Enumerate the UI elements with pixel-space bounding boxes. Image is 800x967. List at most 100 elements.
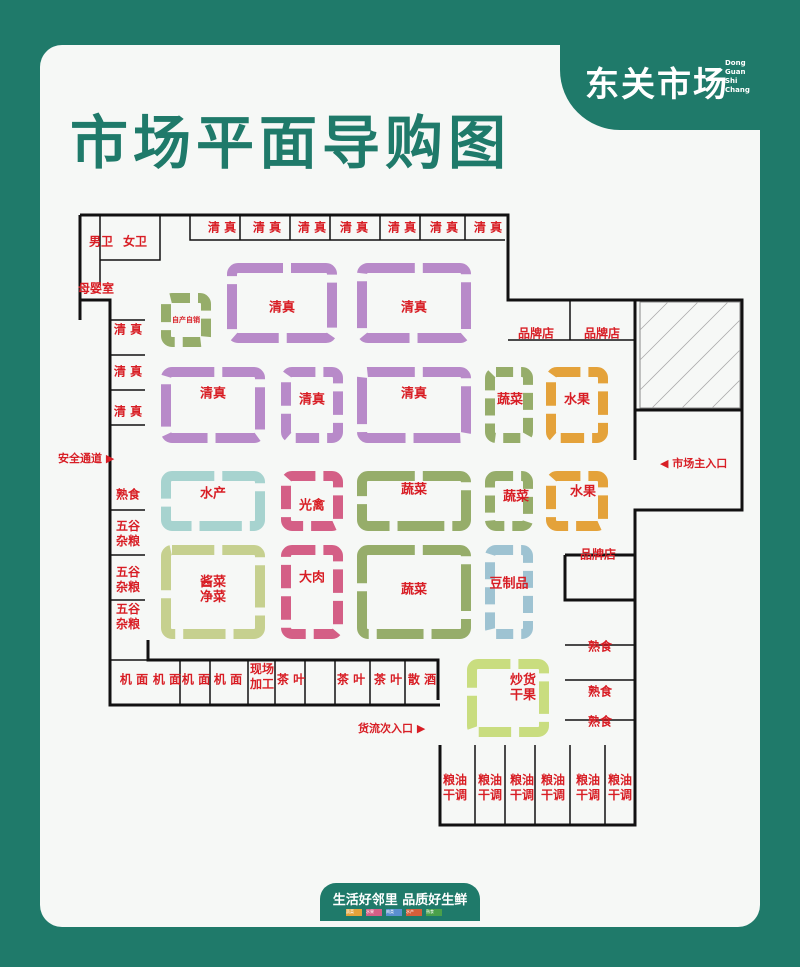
brand-pinyin-2: Guan [725,68,746,76]
label-cooked-right-3: 熟食 [587,714,613,729]
brand-logo: 东关市场 Dong Guan Shi Chang [585,55,755,105]
ring-self-service [161,293,211,347]
label-processing: 现场加工 [249,662,274,691]
ring-veg-1 [485,367,533,443]
swatch-1: 蔬菜 [346,909,362,916]
hatch-lines [639,301,741,409]
ring-poultry [281,471,343,531]
ring-veg-4 [357,545,471,639]
label-halal-4: 清真 [298,392,326,408]
swatch-2: 水果 [366,909,382,916]
label-fruit-2: 水果 [569,484,597,500]
brand-tab [560,45,760,130]
main-entrance-label: ◀ 市场主入口 [660,457,728,470]
slogan-tab: 生活好邻里 品质好生鲜 蔬菜 水果 肉类 水产 熟食 [320,883,480,921]
ring-tofu [485,545,533,639]
ring-halal-5 [357,367,471,443]
label-stall-top-1: 清 真 [207,220,237,235]
label-fruit-1: 水果 [563,392,591,408]
ring-veg-2 [357,471,471,531]
cargo-entrance-label: 货流次入口 ▶ [358,722,426,735]
label-veg-4: 蔬菜 [400,582,428,598]
label-self-service: 自产自销 [172,316,200,324]
label-stall-top-6: 清 真 [429,220,459,235]
label-stall-left-3: 清 真 [113,404,143,419]
label-stall-top-7: 清 真 [473,220,503,235]
label-grains-3: 五谷杂粮 [115,602,140,631]
slogan: 生活好邻里 品质好生鲜 [332,893,468,908]
label-stall-top-4: 清 真 [339,220,369,235]
safety-exit-label: 安全通道 ▶ [58,452,115,465]
label-poultry: 光禽 [298,498,326,514]
ring-pickle [161,545,265,639]
label-cooked-left: 熟食 [115,487,141,502]
label-meat: 大肉 [298,570,326,586]
label-stall-top-3: 清 真 [297,220,327,235]
label-stall-top-2: 清 真 [252,220,282,235]
label-grains-2: 五谷杂粮 [115,565,140,594]
label-halal-3: 清真 [199,386,227,402]
ring-aquatic [161,471,265,531]
map-card [40,45,760,927]
label-grain-oil-6: 粮油干调 [607,773,632,802]
label-grain-oil-5: 粮油干调 [575,773,600,802]
label-veg-1: 蔬菜 [496,392,524,408]
label-noodles-1: 机 面 [119,672,149,687]
label-stall-left-1: 清 真 [113,322,143,337]
label-tofu: 豆制品 [489,576,529,592]
label-tea-2: 茶 叶 [336,672,366,687]
ring-halal-1 [227,263,337,343]
label-halal-1: 清真 [268,300,296,316]
ring-fruit-1 [546,367,608,443]
label-stall-top-5: 清 真 [387,220,417,235]
label-cooked-right-2: 熟食 [587,684,613,699]
label-halal-2: 清真 [400,300,428,316]
label-stall-left-2: 清 真 [113,364,143,379]
hatched-area [639,301,741,409]
label-noodles-4: 机 面 [213,672,243,687]
brand-pinyin-4: Chang [725,86,750,94]
brand-pinyin-1: Dong [725,59,746,67]
ring-halal-2 [357,263,471,343]
ring-meat [281,545,343,639]
swatch-5: 熟食 [426,909,442,916]
swatch-3: 肉类 [386,909,402,916]
label-brand-store-3: 品牌店 [579,547,617,562]
label-grain-oil-2: 粮油干调 [477,773,502,802]
label-tea-1: 茶 叶 [276,672,306,687]
inner-walls [99,215,635,825]
label-male-restroom: 男卫 [88,234,113,249]
brand-pinyin: Dong Guan Shi Chang [725,59,765,95]
label-grain-oil-1: 粮油干调 [442,773,467,802]
stall-blocks [161,263,608,737]
label-brand-store-1: 品牌店 [517,326,555,341]
label-veg-3: 蔬菜 [502,489,530,505]
label-female-restroom: 女卫 [122,234,148,249]
label-brand-store-2: 品牌店 [583,326,621,341]
label-pickle: 酱菜净菜 [199,575,226,605]
label-stirfry: 炒货干果 [509,673,536,703]
label-grain-oil-4: 粮油干调 [540,773,565,802]
brand-name: 东关市场 [585,65,729,105]
label-noodles-3: 机 面 [181,672,211,687]
label-mother-room: 母婴室 [77,281,115,296]
ring-stirfry [467,659,549,737]
label-noodles-2: 机 面 [152,672,182,687]
label-bulk-wine: 散 酒 [407,672,437,687]
color-swatches: 蔬菜 水果 肉类 水产 熟食 [346,909,456,917]
brand-pinyin-3: Shi [725,77,738,85]
label-veg-2: 蔬菜 [400,482,428,498]
label-cooked-right-1: 熟食 [587,639,613,654]
swatch-4: 水产 [406,909,422,916]
label-halal-5: 清真 [400,386,428,402]
page-title: 市场平面导购图 [70,109,512,177]
ring-halal-4 [281,367,343,443]
label-aquatic: 水产 [199,486,227,502]
label-tea-3: 茶 叶 [373,672,403,687]
label-grain-oil-3: 粮油干调 [509,773,534,802]
ring-halal-3 [161,367,265,443]
ring-fruit-2 [546,471,608,531]
ring-veg-3 [485,471,533,531]
label-grains-1: 五谷杂粮 [115,519,140,548]
